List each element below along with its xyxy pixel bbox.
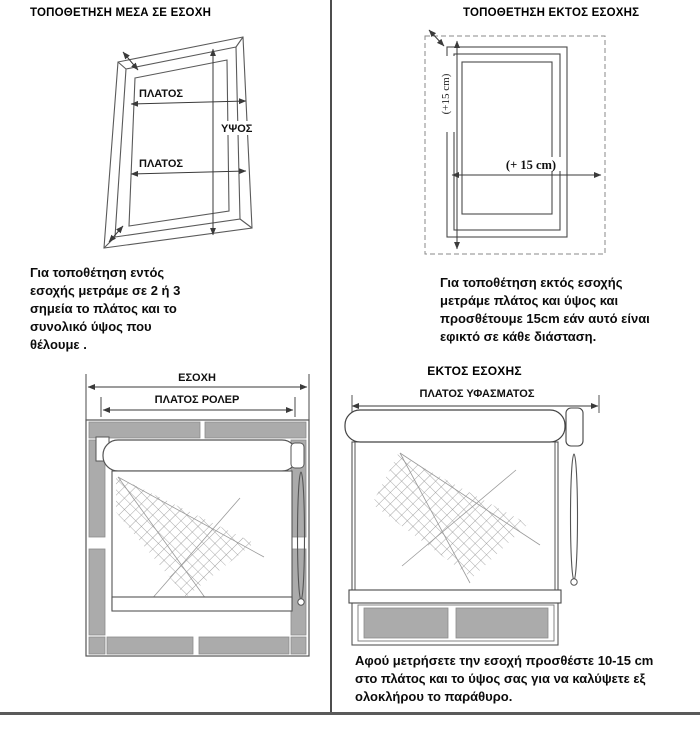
label-underlay	[441, 56, 456, 132]
recess-label: ΕΣΟΧΗ	[178, 372, 216, 384]
measure-arrows	[108, 48, 247, 243]
label-underlay	[170, 371, 224, 383]
roller-outside-recess-diagram: ΠΛΑΤΟΣ ΥΦΑΣΜΑΤΟΣ	[344, 386, 600, 646]
width-label-top: ΠΛΑΤΟΣ	[139, 88, 183, 100]
fabric-hatch-rays	[399, 452, 541, 584]
chain-loop	[569, 453, 579, 581]
bottom-bar	[348, 589, 562, 604]
mount-outline-dashed	[424, 35, 606, 255]
bottom-bar	[111, 596, 293, 612]
dimension-guides	[85, 374, 310, 420]
chain-ball	[297, 598, 305, 606]
fabric-width-label: ΠΛΑΤΟΣ ΥΦΑΣΜΑΤΟΣ	[420, 388, 535, 400]
caption-measure-note: Αφού μετρήσετε την εσοχή προσθέστε 10-15…	[355, 653, 654, 704]
corner-depth-arrow-bottom	[108, 225, 124, 243]
roller-inside-recess-diagram: ΕΣΟΧΗ ΠΛΑΤΟΣ ΡΟΛΕΡ	[85, 371, 310, 657]
bottom-border-line	[0, 712, 700, 715]
title-inside-recess: ΤΟΠΟΘΕΤΗΣΗ ΜΕΣΑ ΣΕ ΕΣΟΧΗ	[30, 7, 212, 19]
roller-tube	[344, 409, 566, 443]
label-underlay	[498, 157, 564, 171]
vertical-divider	[330, 0, 332, 712]
caption-inside-recess: Για τοποθέτηση εντός εσοχής μετράμε σε 2…	[30, 265, 181, 352]
roller-width-label: ΠΛΑΤΟΣ ΡΟΛΕΡ	[155, 394, 240, 406]
label-underlay	[217, 121, 263, 135]
height-allowance-label: (+15 cm)	[440, 73, 452, 114]
corner-depth-arrow-top	[122, 51, 139, 71]
corner-arrow	[428, 29, 445, 47]
window-outside-recess-diagram: (+15 cm) (+ 15 cm)	[424, 29, 606, 255]
height-label: ΥΨΟΣ	[221, 123, 253, 135]
label-underlay	[398, 386, 556, 399]
width-arrow-bottom	[130, 168, 247, 177]
roller-bracket-right	[565, 407, 584, 447]
roller-tube	[102, 439, 298, 472]
width-label-bottom: ΠΛΑΤΟΣ	[139, 158, 183, 170]
roller-bracket-right	[290, 442, 305, 469]
fabric-hatch	[372, 454, 528, 578]
window-bottom-panels	[363, 607, 549, 639]
window-frame	[446, 46, 568, 238]
caption-outside-recess: Για τοποθέτηση εκτός εσοχής μετράμε πλάτ…	[440, 275, 650, 344]
label-underlay	[150, 392, 244, 405]
width-allowance-label: (+ 15 cm)	[506, 158, 556, 172]
window-perspective-diagram: ΠΛΑΤΟΣ ΥΨΟΣ ΠΛΑΤΟΣ	[103, 36, 263, 249]
width-arrow-top	[130, 98, 247, 107]
window-frame	[103, 36, 253, 249]
title-outside-recess: ΤΟΠΟΘΕΤΗΣΗ ΕΚΤΟΣ ΕΣΟΧΗΣ	[463, 7, 640, 19]
chain-ball	[570, 578, 578, 586]
title-outside-recess-bottom: ΕΚΤΟΣ ΕΣΟΧΗΣ	[427, 364, 522, 378]
fabric-hatch	[116, 476, 254, 597]
fabric-hatch-rays	[117, 476, 265, 602]
